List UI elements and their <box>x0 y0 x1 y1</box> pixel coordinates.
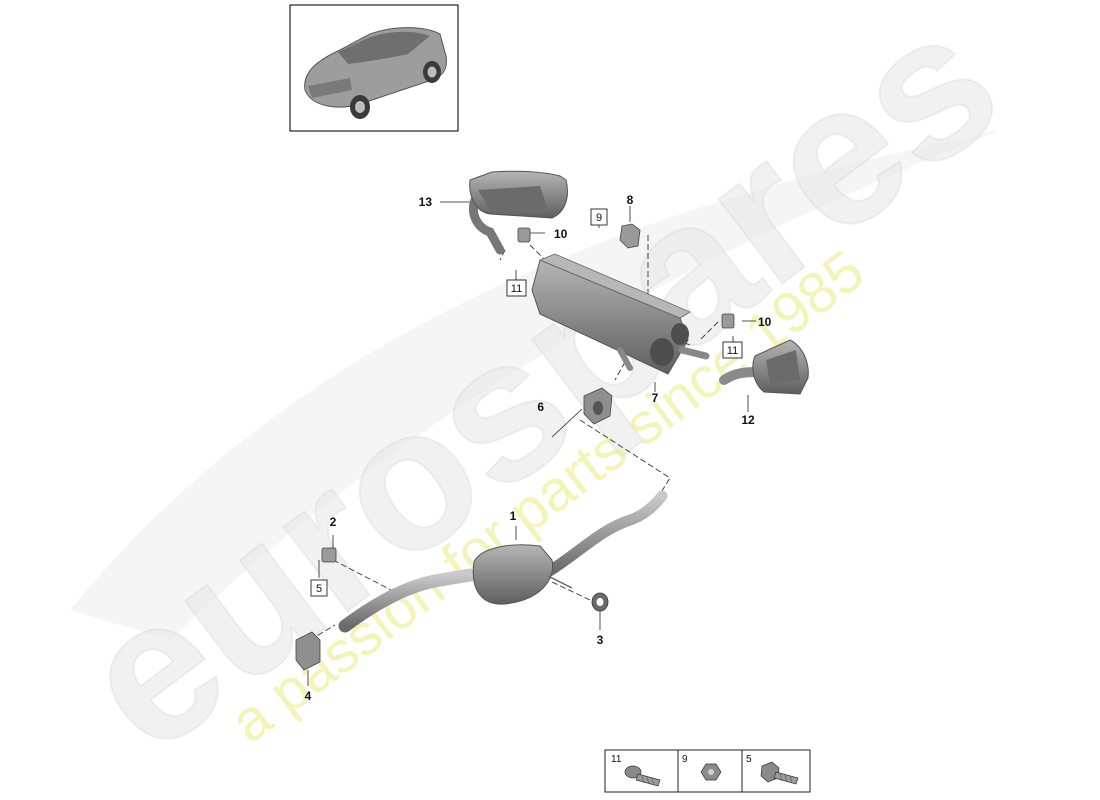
boxed-references: 9 11 11 5 <box>310 208 743 597</box>
part-10-clip-upper <box>517 227 531 243</box>
fastener-legend: 11 9 5 <box>604 749 811 793</box>
boxed-ref-9-label: 9 <box>596 212 602 224</box>
part-3-seal-ring <box>591 592 609 612</box>
part-8-bracket <box>619 223 641 249</box>
suv-icon <box>304 27 447 119</box>
flange-bolt-icon <box>624 765 661 787</box>
watermark-swoosh <box>70 130 1000 640</box>
callout-7: 7 <box>652 391 659 405</box>
boxed-ref-11-left-label: 11 <box>511 283 522 295</box>
callout-8: 8 <box>627 193 634 207</box>
boxed-ref-5-label: 5 <box>316 583 322 595</box>
callout-1: 1 <box>510 509 517 523</box>
callout-3: 3 <box>597 633 604 647</box>
watermark-brand: eurospares <box>42 0 1037 794</box>
legend-item-9: 9 <box>682 754 722 781</box>
part-1-center-pipe <box>338 490 668 633</box>
part-4-pipe-clamp <box>295 631 321 671</box>
callout-6: 6 <box>537 400 544 414</box>
legend-item-5-number: 5 <box>746 754 752 765</box>
vehicle-thumbnail <box>289 4 459 132</box>
legend-item-5: 5 <box>746 754 799 785</box>
legend-item-9-number: 9 <box>682 754 688 765</box>
hex-bolt-icon <box>760 761 799 785</box>
part-7-rear-silencer <box>531 253 710 375</box>
boxed-ref-11-left: 11 <box>506 279 527 297</box>
hex-nut-icon <box>700 763 722 781</box>
part-10-clip-right <box>721 313 735 329</box>
callout-4: 4 <box>305 689 312 703</box>
boxed-ref-11-right: 11 <box>722 341 743 359</box>
part-13-left-tailpipe <box>469 170 568 255</box>
part-12-right-tailpipe <box>719 339 809 395</box>
part-2-clamp <box>321 547 337 563</box>
callout-10-upper: 10 <box>554 227 568 241</box>
boxed-ref-9: 9 <box>590 208 608 226</box>
part-6-rubber-mount <box>583 387 613 425</box>
callout-labels: 13 10 8 10 7 12 6 2 1 3 4 <box>305 193 772 703</box>
callout-2: 2 <box>330 515 337 529</box>
callout-13: 13 <box>419 195 433 209</box>
watermark: eurospares a passion for parts since 198… <box>41 0 1038 795</box>
boxed-ref-11-right-label: 11 <box>727 345 738 357</box>
legend-item-11: 11 <box>611 754 661 787</box>
callout-12: 12 <box>741 413 755 427</box>
legend-item-11-number: 11 <box>611 754 622 765</box>
callout-10-right: 10 <box>758 315 772 329</box>
boxed-ref-5: 5 <box>310 579 328 597</box>
